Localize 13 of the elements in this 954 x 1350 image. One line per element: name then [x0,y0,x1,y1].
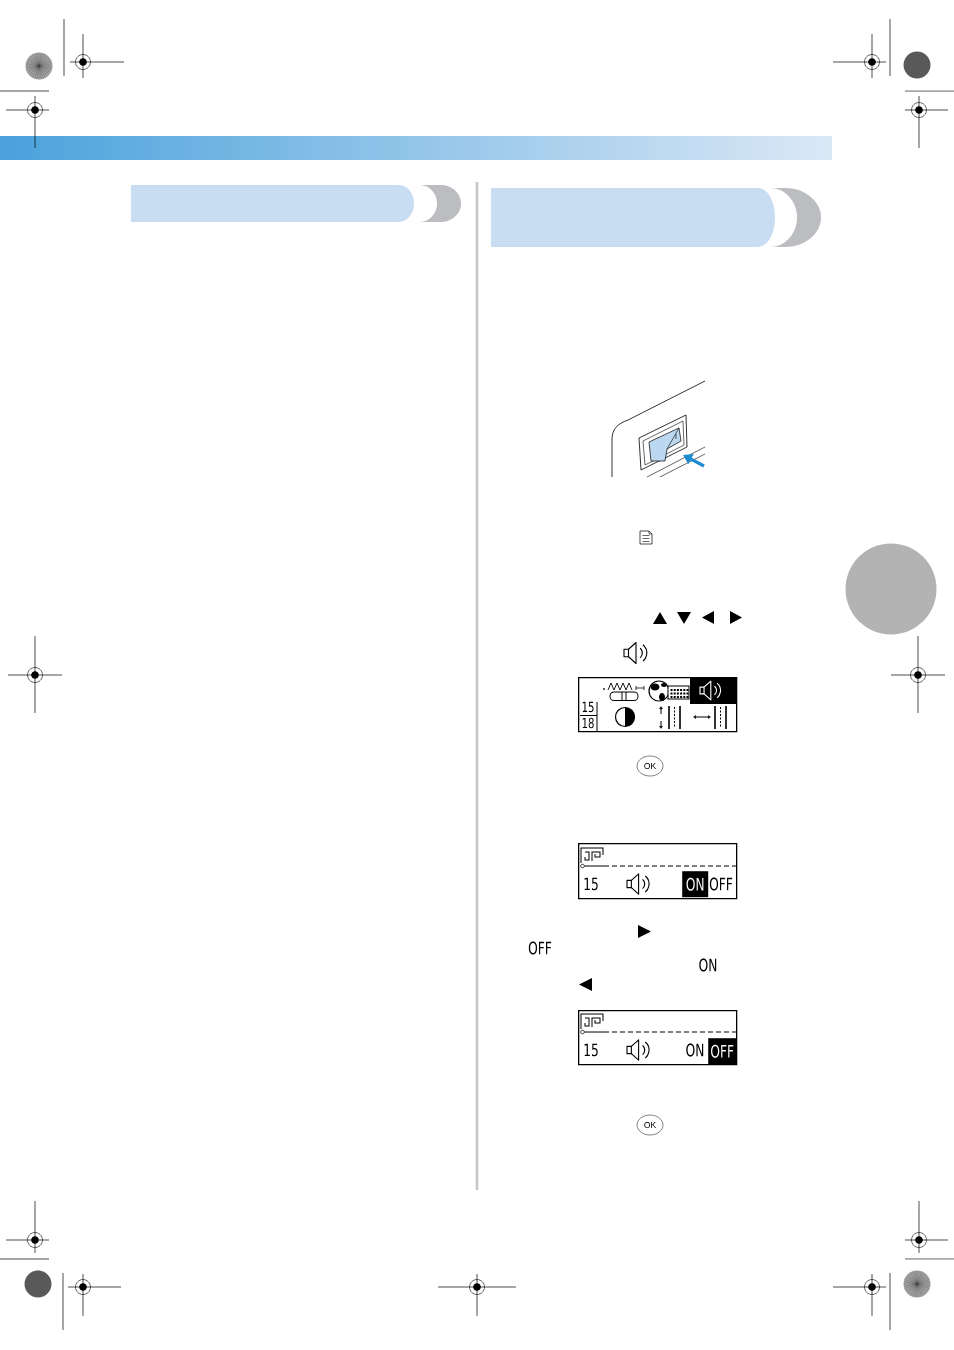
display-text: 15 [582,701,594,713]
display-text: 15 [584,877,598,891]
highlight-cell: OFF [708,1038,737,1065]
chapter-tab [845,543,937,635]
highlight-cell: ON [682,871,709,898]
display-text: 18 [582,717,594,729]
display-text: OFF [528,941,552,955]
display-text: 15 [584,1043,598,1057]
display-text: OFF [709,877,733,891]
ok-button: OK [636,755,664,777]
ok-button: OK [636,1114,664,1136]
display-text: ON [686,1043,704,1057]
display-text: ON [699,958,717,972]
